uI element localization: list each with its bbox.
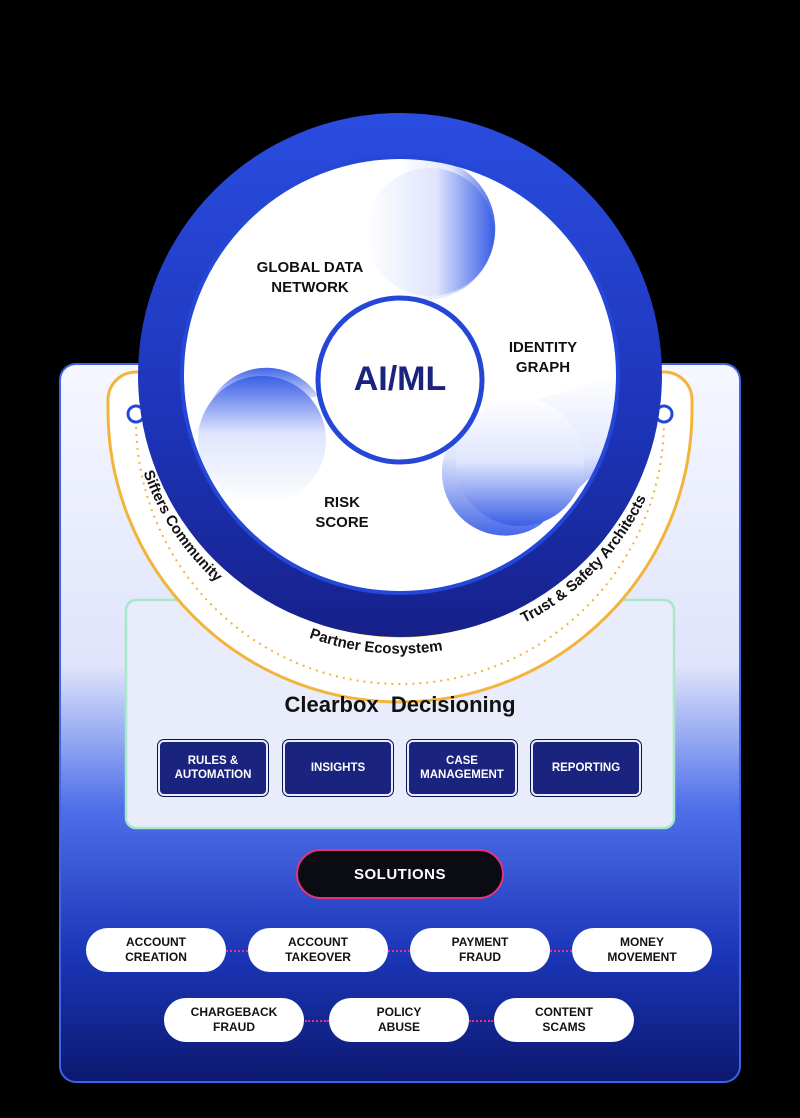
label-global-data-network: GLOBAL DATA NETWORK: [256, 259, 364, 296]
label-identity-graph: IDENTITY GRAPH: [508, 339, 578, 376]
solution-content-scams: CONTENT SCAMS: [494, 998, 634, 1042]
connector: [550, 950, 572, 952]
connector: [305, 1020, 329, 1022]
feature-case-management: CASE MANAGEMENT: [407, 740, 517, 796]
swirl-right: [456, 398, 584, 526]
feature-rules-automation: RULES & AUTOMATION: [158, 740, 268, 796]
swirl-top: [366, 168, 494, 296]
center-circle: [315, 295, 485, 465]
solution-money-movement: MONEY MOVEMENT: [572, 928, 712, 972]
connector: [469, 1020, 493, 1022]
connector: [226, 950, 248, 952]
solutions-header: SOLUTIONS: [296, 849, 504, 899]
swirl-left: [198, 376, 326, 504]
solution-policy-abuse: POLICY ABUSE: [329, 998, 469, 1042]
inner-disc-border: [180, 155, 620, 595]
connector: [388, 950, 410, 952]
label-risk-score: RISK SCORE: [315, 494, 369, 531]
solution-payment-fraud: PAYMENT FRAUD: [410, 928, 550, 972]
feature-reporting: REPORTING: [531, 740, 641, 796]
solution-chargeback-fraud: CHARGEBACK FRAUD: [164, 998, 304, 1042]
decisioning-title: Clearbox Decisioning: [284, 692, 516, 717]
center-label-aiml: AI/ML: [353, 360, 447, 398]
arc-dotted-line: [135, 419, 665, 685]
solution-account-takeover: ACCOUNT TAKEOVER: [248, 928, 388, 972]
feature-insights: INSIGHTS: [283, 740, 393, 796]
solution-account-creation: ACCOUNT CREATION: [86, 928, 226, 972]
